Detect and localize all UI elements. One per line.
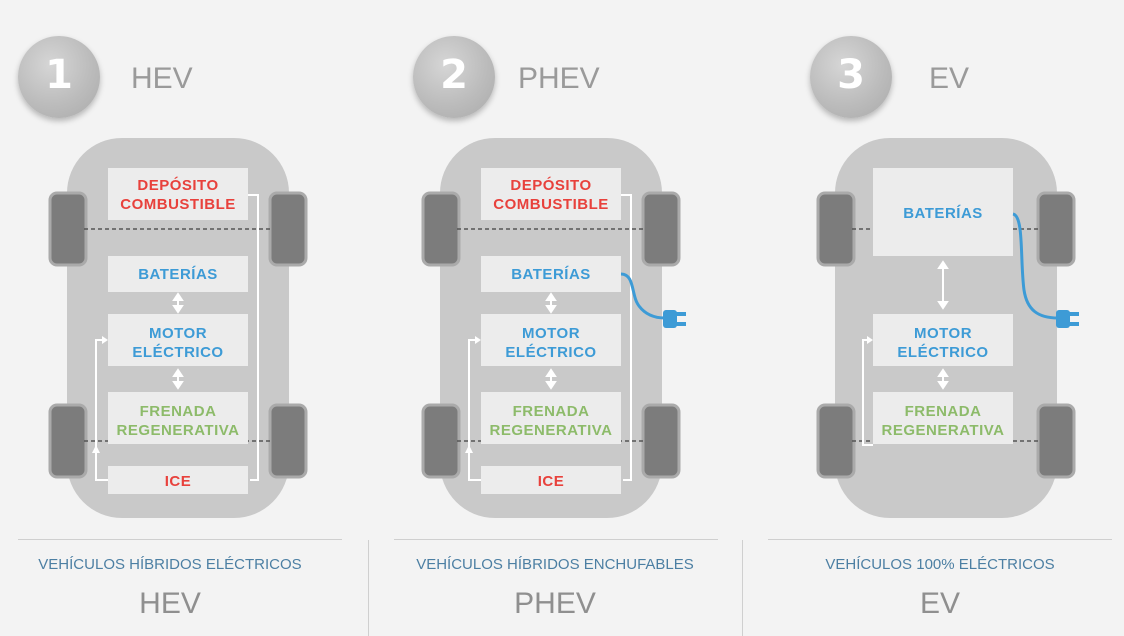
regen-braking-label: FRENADA [905, 403, 982, 420]
subtitle-phev: VEHÍCULOS HÍBRIDOS ENCHUFABLES [416, 556, 694, 573]
car-diagram-ev: BATERÍAS MOTOR ELÉCTRICO FRENADA REGENER… [816, 138, 1079, 518]
step-badge-1: 1 [18, 36, 100, 118]
fuel-tank-label: COMBUSTIBLE [120, 196, 236, 213]
ice-box [481, 466, 621, 494]
double-arrow-icon [937, 260, 949, 390]
car-diagram-phev: DEPÓSITO COMBUSTIBLE BATERÍAS MOTOR ELÉC… [421, 138, 686, 518]
type-name-hev: HEV [131, 62, 193, 95]
divider [368, 540, 369, 636]
panel-ev: 3 EV BATERÍAS MOTOR ELÉCTRICO FRENADA [768, 0, 1124, 636]
fuel-tank-box [108, 168, 248, 220]
wheel-icon [48, 191, 308, 479]
regen-braking-label: REGENERATIVA [490, 422, 613, 439]
battery-box [108, 256, 248, 292]
electric-motor-label: MOTOR [149, 325, 207, 342]
circuit-arrow-icon [248, 194, 259, 481]
code-ev: EV [919, 587, 961, 620]
electric-motor-label: ELÉCTRICO [505, 344, 596, 361]
code-hev: HEV [139, 587, 201, 620]
step-badge-3: 3 [810, 36, 892, 118]
code-phev: PHEV [514, 587, 596, 620]
fuel-tank-box [481, 168, 621, 220]
fuel-tank-label: DEPÓSITO [510, 176, 591, 194]
subtitle-hev: VEHÍCULOS HÍBRIDOS ELÉCTRICOS [38, 556, 302, 573]
subtitle-ev: VEHÍCULOS 100% ELÉCTRICOS [825, 556, 1055, 573]
fuel-tank-label: DEPÓSITO [137, 176, 218, 194]
step-badge-2: 2 [413, 36, 495, 118]
divider [18, 539, 342, 540]
car-diagram-hev: DEPÓSITO COMBUSTIBLE BATERÍAS MOTOR ELÉC… [48, 138, 308, 518]
plug-icon [620, 272, 686, 328]
panel-hev: 1 HEV DEPÓSITO COMBUSTIBLE [0, 0, 375, 636]
type-name-phev: PHEV [518, 62, 600, 95]
electric-motor-box [873, 314, 1013, 366]
circuit-arrow-icon [621, 194, 632, 481]
ice-label: ICE [165, 473, 192, 490]
electric-motor-label: MOTOR [914, 325, 972, 342]
regen-braking-box [481, 392, 621, 444]
electric-motor-label: MOTOR [522, 325, 580, 342]
double-arrow-icon [545, 292, 557, 390]
ice-label: ICE [538, 473, 565, 490]
electric-motor-box [481, 314, 621, 366]
plug-icon [1012, 212, 1079, 328]
wheel-icon [816, 191, 1076, 479]
battery-label: BATERÍAS [903, 205, 983, 222]
fuel-tank-label: COMBUSTIBLE [493, 196, 609, 213]
regen-braking-label: FRENADA [140, 403, 217, 420]
electric-motor-box [108, 314, 248, 366]
battery-box [481, 256, 621, 292]
ice-box [108, 466, 248, 494]
regen-braking-box [108, 392, 248, 444]
electric-motor-label: ELÉCTRICO [132, 344, 223, 361]
battery-label: BATERÍAS [511, 266, 591, 283]
divider [742, 540, 743, 636]
regen-braking-label: REGENERATIVA [117, 422, 240, 439]
divider [768, 539, 1112, 540]
regen-braking-label: REGENERATIVA [882, 422, 1005, 439]
battery-box [873, 168, 1013, 256]
regen-braking-label: FRENADA [513, 403, 590, 420]
type-name-ev: EV [929, 62, 970, 95]
regen-braking-box [873, 392, 1013, 444]
double-arrow-icon [172, 292, 184, 390]
battery-label: BATERÍAS [138, 266, 218, 283]
divider [394, 539, 718, 540]
panel-phev: 2 PHEV DEPÓSITO COMBU [373, 0, 748, 636]
electric-motor-label: ELÉCTRICO [897, 344, 988, 361]
